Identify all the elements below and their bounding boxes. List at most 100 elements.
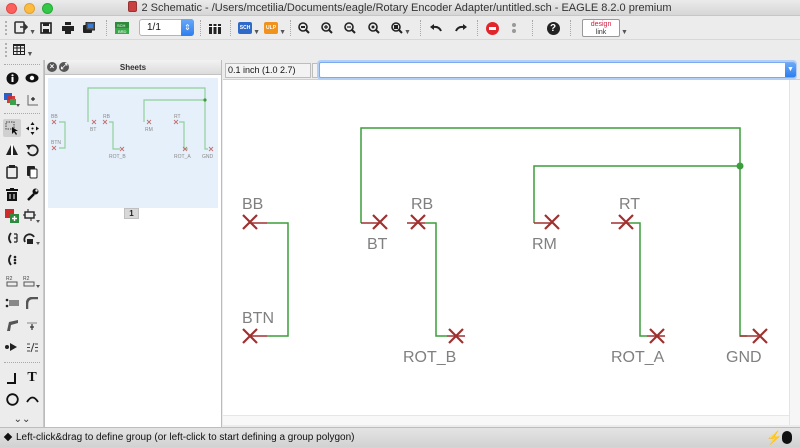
delete-tool[interactable] bbox=[3, 185, 21, 203]
net-bt-gnd bbox=[360, 127, 747, 337]
toolbar-grip[interactable] bbox=[5, 43, 7, 57]
pinswap-tool[interactable] bbox=[23, 229, 41, 247]
sheet-stepper-icon[interactable]: ⇕ bbox=[181, 19, 194, 36]
pin-marker-rt bbox=[618, 214, 634, 230]
zoom-area-icon bbox=[391, 22, 403, 34]
show-tool[interactable] bbox=[23, 69, 41, 87]
palette-divider bbox=[4, 362, 40, 363]
group-select-icon bbox=[5, 121, 18, 135]
design-link-button[interactable]: design link ▼ bbox=[581, 19, 629, 37]
rotate-tool[interactable] bbox=[23, 141, 41, 159]
run-ulp-button[interactable]: ULP▼ bbox=[264, 19, 286, 37]
text-tool[interactable]: T bbox=[23, 369, 41, 387]
schematic-canvas[interactable]: BB BTN BT RB ROT_B RM RT ROT_A GND bbox=[223, 80, 789, 425]
toolbar-separator bbox=[477, 20, 478, 36]
print-button[interactable] bbox=[60, 19, 76, 37]
net-rm-gnd bbox=[533, 165, 740, 223]
stop-icon bbox=[485, 21, 499, 35]
redo-button[interactable] bbox=[453, 19, 469, 37]
miter-tool[interactable] bbox=[23, 294, 41, 312]
pin-marker-btn bbox=[242, 328, 258, 344]
wire-tool[interactable] bbox=[3, 369, 21, 387]
thumb-pin bbox=[173, 119, 179, 125]
info-tool[interactable] bbox=[3, 69, 21, 87]
horizontal-scrollbar[interactable] bbox=[223, 415, 789, 425]
stop-status-icon[interactable] bbox=[782, 431, 792, 444]
copy-tool[interactable] bbox=[3, 163, 21, 181]
add-part-tool[interactable] bbox=[3, 207, 21, 225]
bus-tool[interactable] bbox=[23, 338, 41, 356]
name-tool[interactable]: R2 bbox=[3, 272, 21, 290]
close-panel-button[interactable]: × bbox=[47, 62, 57, 72]
sheet-thumbnail[interactable]: BB BTN BT RB ROT_B RM RT ROT_A GND bbox=[48, 78, 218, 208]
mark-tool[interactable] bbox=[23, 91, 41, 109]
change-tool[interactable] bbox=[23, 185, 41, 203]
zoom-out-button[interactable] bbox=[342, 19, 358, 37]
more-tools-button[interactable]: ⌄⌄ bbox=[13, 410, 31, 428]
toolbar-grip[interactable] bbox=[5, 21, 7, 35]
replace-tool[interactable] bbox=[23, 207, 41, 225]
split-wire-tool[interactable] bbox=[3, 316, 21, 334]
thumb-label-rm: RM bbox=[145, 127, 153, 133]
open-file-button[interactable]: ▼ bbox=[14, 19, 36, 37]
zoom-fit-icon bbox=[298, 22, 310, 34]
grid-button[interactable]: ▼ bbox=[12, 41, 34, 59]
value-tool[interactable]: R2 bbox=[23, 272, 41, 290]
net-junction bbox=[736, 162, 744, 170]
gateswap-icon bbox=[7, 232, 18, 244]
sheet-selector[interactable]: 1/1 ⇕ bbox=[139, 19, 194, 36]
undo-button[interactable] bbox=[428, 19, 444, 37]
net-rb-rotb bbox=[425, 222, 447, 337]
add-part-icon bbox=[5, 209, 19, 223]
command-history-dropdown[interactable]: ▼ bbox=[785, 63, 796, 77]
optimize-tool[interactable] bbox=[23, 316, 41, 334]
maximize-window-button[interactable] bbox=[42, 3, 53, 14]
command-line-input[interactable] bbox=[319, 62, 795, 78]
stop-command-button[interactable] bbox=[484, 19, 500, 37]
thumb-net bbox=[109, 121, 120, 150]
vertical-scrollbar[interactable] bbox=[789, 80, 800, 425]
miter-icon bbox=[26, 297, 38, 309]
rotate-icon bbox=[25, 143, 39, 156]
zoom-to-fit-button[interactable] bbox=[296, 19, 312, 37]
route-tool[interactable] bbox=[3, 338, 21, 356]
paste-icon bbox=[27, 166, 38, 179]
toolbar-separator bbox=[290, 20, 291, 36]
library-button[interactable] bbox=[207, 19, 223, 37]
zoom-select-button[interactable]: ▼ bbox=[390, 19, 412, 37]
thumb-junction bbox=[203, 98, 207, 102]
layer-display-tool[interactable] bbox=[3, 91, 21, 109]
help-button[interactable]: ? bbox=[545, 19, 561, 37]
lightning-bolt-icon[interactable]: ⚡ bbox=[766, 430, 783, 445]
status-bar: Left-click&drag to define group (or left… bbox=[0, 427, 800, 447]
optimize-icon bbox=[27, 322, 37, 330]
close-window-button[interactable] bbox=[6, 3, 17, 14]
pin-marker-gnd bbox=[752, 328, 768, 344]
gateswap-tool[interactable] bbox=[3, 229, 21, 247]
net-tool[interactable] bbox=[3, 294, 21, 312]
move-tool[interactable] bbox=[23, 119, 41, 137]
sheet-number-label[interactable]: 1 bbox=[124, 208, 139, 219]
run-script-button[interactable]: SCH▼ bbox=[238, 19, 260, 37]
open-file-icon bbox=[14, 21, 29, 34]
float-panel-button[interactable]: ⤢ bbox=[59, 62, 69, 72]
paste-tool[interactable] bbox=[23, 163, 41, 181]
save-button[interactable] bbox=[38, 19, 54, 37]
mirror-tool[interactable] bbox=[3, 141, 21, 159]
zoom-in-button[interactable] bbox=[319, 19, 335, 37]
split-tool[interactable] bbox=[3, 251, 21, 269]
redo-icon bbox=[455, 24, 467, 32]
zoom-redraw-button[interactable] bbox=[366, 19, 382, 37]
minimize-window-button[interactable] bbox=[24, 3, 35, 14]
arc-tool[interactable] bbox=[23, 390, 41, 408]
schematic-drawing: BB BTN BT RB ROT_B RM RT ROT_A GND bbox=[242, 127, 768, 366]
go-button[interactable] bbox=[508, 19, 520, 37]
cam-processor-button[interactable] bbox=[81, 19, 97, 37]
group-tool[interactable] bbox=[3, 119, 21, 137]
replace-part-icon bbox=[23, 209, 40, 223]
circle-tool[interactable] bbox=[3, 390, 21, 408]
thumb-label-btn: BTN bbox=[51, 140, 61, 146]
